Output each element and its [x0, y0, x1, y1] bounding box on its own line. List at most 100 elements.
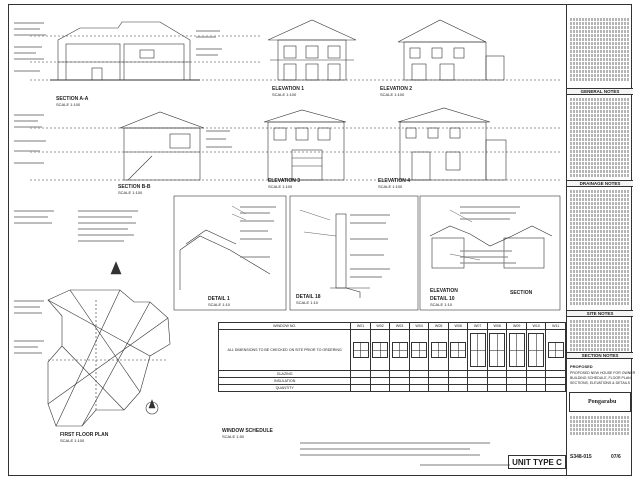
window-icon [411, 342, 428, 358]
first-floor-plan-drawing [47, 289, 171, 427]
elevation-2-title: ELEVATION 2 [380, 86, 413, 92]
window-icon [508, 333, 525, 367]
title-block: GENERAL NOTES DRAINAGE NOTES SITE NOTES … [566, 4, 636, 476]
elevation-4-title: ELEVATION 4 [378, 178, 411, 184]
schedule-cell [428, 370, 449, 378]
schedule-cell [408, 377, 430, 385]
schedule-cell [369, 377, 391, 385]
schedule-cell [486, 370, 508, 378]
elevation-2-drawing [397, 19, 505, 81]
sheet-number: 07/6 [611, 454, 621, 460]
project-line-1: PROPOSED NEW HOUSE FOR OWNER [570, 371, 636, 375]
window-elevation-cell [525, 329, 547, 371]
schedule-column-header: W02 [369, 322, 391, 330]
schedule-column-header: W04 [408, 322, 430, 330]
schedule-cell [525, 384, 547, 392]
schedule-cell [408, 384, 430, 392]
detail-1-frame [173, 195, 287, 311]
window-icon [469, 333, 486, 367]
window-elevation-cell [389, 329, 410, 371]
schedule-header-cell: WINDOW NO. [217, 322, 352, 330]
project-line-2: BUILDING SCHEDULE, FLOOR PLAN, [570, 376, 632, 380]
schedule-cell [467, 377, 488, 385]
schedule-column-header: W03 [389, 322, 410, 330]
elevation-detail-title: ELEVATION [430, 288, 458, 294]
schedule-cell [486, 377, 508, 385]
general-notes-heading: GENERAL NOTES [567, 88, 633, 95]
schedule-cell [506, 370, 527, 378]
section-detail-title: SECTION [510, 290, 533, 296]
window-icon [430, 342, 447, 358]
window-schedule-title: WINDOW SCHEDULE [222, 428, 273, 434]
schedule-cell [389, 370, 410, 378]
detail-10-frame [419, 195, 561, 311]
schedule-column-header: W01 [350, 322, 371, 330]
elevation-1-scale: SCALE 1:100 [272, 92, 297, 97]
window-elevation-cell [369, 329, 391, 371]
window-icon [450, 342, 467, 358]
schedule-cell [525, 370, 547, 378]
schedule-cell [525, 377, 547, 385]
schedule-cell [545, 370, 566, 378]
schedule-cell [486, 384, 508, 392]
project-number: S348-015 [570, 454, 592, 460]
schedule-cell [506, 377, 527, 385]
window-elevation-cell [408, 329, 430, 371]
elevation-4-scale: SCALE 1:100 [378, 184, 403, 189]
detail-10-title: DETAIL 10 [430, 296, 455, 302]
north-arrow-icon [110, 261, 122, 275]
section-aa-scale: SCALE 1:100 [56, 102, 81, 107]
schedule-cell [350, 384, 371, 392]
detail-18-scale: SCALE 1:10 [296, 300, 319, 305]
window-icon [391, 342, 408, 358]
firm-name: Pongarabu [588, 399, 617, 405]
first-floor-plan-title: FIRST FLOOR PLAN [60, 432, 109, 438]
schedule-cell [447, 384, 469, 392]
project-heading: PROPOSED [570, 364, 593, 369]
section-bb-scale: SCALE 1:100 [118, 190, 143, 195]
section-bb-title: SECTION B-B [118, 184, 151, 190]
drainage-notes-heading: DRAINAGE NOTES [567, 180, 633, 187]
schedule-row-label: GLAZING [217, 370, 352, 378]
firm-logo-box: Pongarabu [569, 392, 631, 412]
unit-type-label: UNIT TYPE C [508, 455, 566, 469]
window-elevation-cell [447, 329, 469, 371]
schedule-column-header: W06 [447, 322, 469, 330]
window-schedule-scale: SCALE 1:50 [222, 434, 245, 439]
window-elevation-cell [506, 329, 527, 371]
project-line-3: SECTIONS, ELEVATIONS & DETAILS [570, 381, 630, 385]
schedule-cell [389, 384, 410, 392]
schedule-cell [447, 370, 469, 378]
schedule-column-header: W07 [467, 322, 488, 330]
window-elevation-cell [486, 329, 508, 371]
detail-1-scale: SCALE 1:10 [208, 302, 231, 307]
window-elevation-cell [467, 329, 488, 371]
schedule-cell [428, 384, 449, 392]
window-icon [372, 342, 389, 358]
window-icon [528, 333, 545, 367]
elevation-1-title: ELEVATION 1 [272, 86, 305, 92]
window-icon [352, 342, 369, 358]
window-elevation-cell [428, 329, 449, 371]
window-elevation-cell [350, 329, 371, 371]
section-aa-drawing [30, 21, 560, 81]
schedule-row-label: QUANTITY [217, 384, 352, 392]
sheet-border [8, 4, 632, 476]
schedule-cell [389, 377, 410, 385]
elevation-3-title: ELEVATION 3 [268, 178, 301, 184]
schedule-column-header: W11 [545, 322, 566, 330]
schedule-row-label: ALL DIMENSIONS TO BE CHECKED ON SITE PRI… [217, 329, 352, 371]
schedule-row-label: INSULATION [217, 377, 352, 385]
schedule-cell [369, 384, 391, 392]
section-aa-title: SECTION A-A [56, 96, 89, 102]
schedule-cell [350, 370, 371, 378]
schedule-column-header: W05 [428, 322, 449, 330]
window-elevation-cell [545, 329, 566, 371]
schedule-cell [408, 370, 430, 378]
schedule-cell [545, 377, 566, 385]
window-icon [547, 342, 564, 358]
detail-18-frame [289, 195, 419, 311]
